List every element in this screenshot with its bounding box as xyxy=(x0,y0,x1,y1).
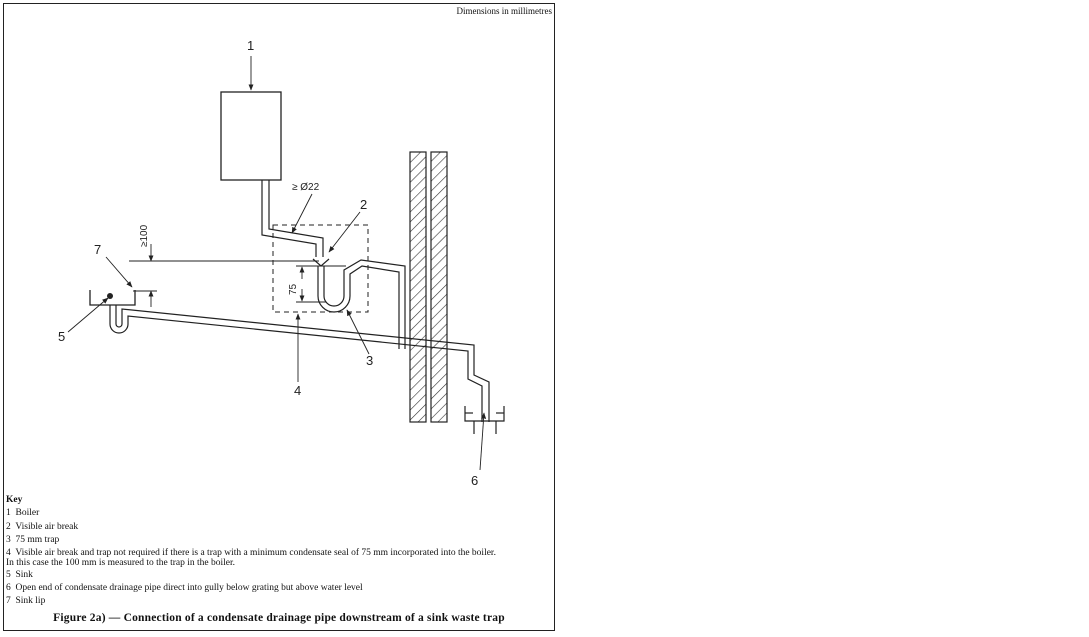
visible-air-break xyxy=(312,258,330,280)
callout-2-leader xyxy=(328,211,361,253)
pipe-diameter-label: ≥ Ø22 xyxy=(292,182,320,193)
wall-leaf-right xyxy=(430,151,448,423)
wall-leaf-left xyxy=(409,151,427,423)
key-legend: Key 1 Boiler 2 Visible air break 3 75 mm… xyxy=(6,494,554,609)
callout-1: 1 xyxy=(247,38,254,53)
key-item-4: 4 Visible air break and trap not require… xyxy=(6,547,496,569)
key-title: Key xyxy=(6,495,23,505)
callout-6-leader xyxy=(479,412,487,471)
dimension-75 xyxy=(296,265,346,303)
callout-6: 6 xyxy=(471,473,478,488)
key-item-1: 1 Boiler xyxy=(6,508,40,519)
callout-3: 3 xyxy=(366,353,373,368)
callout-7: 7 xyxy=(94,242,101,257)
callout-4: 4 xyxy=(294,383,301,398)
key-item-6: 6 Open end of condensate drainage pipe d… xyxy=(6,583,363,594)
callout-7-leader xyxy=(105,256,133,288)
sink-waste-trap xyxy=(109,305,490,422)
sink xyxy=(89,290,136,306)
diameter-leader xyxy=(291,193,313,234)
sink-waste-outlet xyxy=(107,293,113,299)
callout-5: 5 xyxy=(58,329,65,344)
figure-caption: Figure 2a) — Connection of a condensate … xyxy=(53,612,505,624)
u-trap-75mm xyxy=(317,259,406,349)
dimension-100-label: ≥100 xyxy=(139,224,150,247)
key-item-5: 5 Sink xyxy=(6,569,33,580)
gully xyxy=(464,406,505,434)
external-wall xyxy=(409,151,448,423)
figure-frame: Dimensions in millimetres xyxy=(3,3,555,631)
callout-5-leader xyxy=(67,297,109,333)
key-item-3: 3 75 mm trap xyxy=(6,535,60,546)
dimensions-note: Dimensions in millimetres xyxy=(456,6,553,16)
boiler xyxy=(220,91,282,181)
dimension-75-label: 75 xyxy=(288,283,299,295)
callout-3-leader xyxy=(346,309,370,355)
dimension-100 xyxy=(129,244,319,307)
key-item-7: 7 Sink lip xyxy=(6,596,46,607)
callout-2: 2 xyxy=(360,197,367,212)
key-item-2: 2 Visible air break xyxy=(6,521,79,532)
air-break-boundary xyxy=(272,224,369,313)
condensate-drainage-diagram: ≥100 75 ≥ Ø22 1 2 3 4 5 6 7 xyxy=(58,38,505,488)
